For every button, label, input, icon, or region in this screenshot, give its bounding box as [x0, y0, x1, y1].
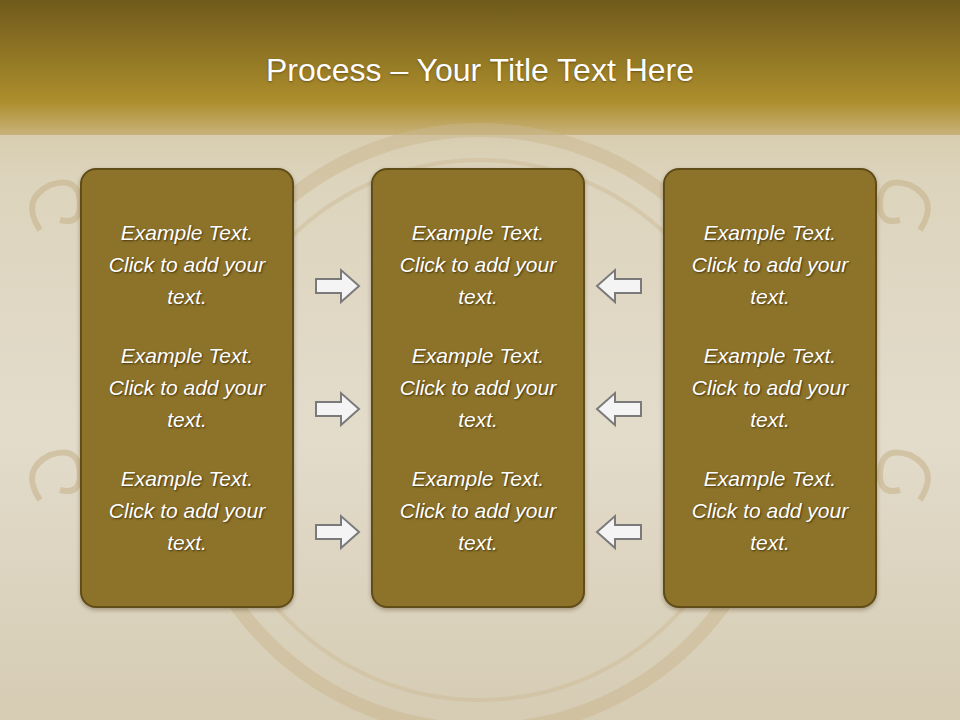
- box-text: Example Text. Click to add your text.: [105, 217, 270, 313]
- box-text: Example Text. Click to add your text.: [396, 217, 561, 313]
- process-box: Example Text. Click to add your text. Exa…: [80, 168, 294, 608]
- slide-title: Process – Your Title Text Here: [0, 52, 960, 89]
- ornament-swirl: [32, 453, 80, 501]
- block-arrow: [316, 393, 359, 425]
- block-arrow: [316, 270, 359, 302]
- block-arrow: [597, 270, 641, 302]
- ornament-swirl: [880, 183, 928, 231]
- block-arrow: [597, 516, 641, 548]
- box-text: Example Text. Click to add your text.: [688, 217, 853, 313]
- box-text: Example Text. Click to add your text.: [396, 463, 561, 559]
- ornament-swirl: [880, 453, 928, 501]
- header-band: [0, 0, 960, 135]
- box-text: Example Text. Click to add your text.: [688, 340, 853, 436]
- block-arrow: [597, 393, 641, 425]
- block-arrow: [316, 516, 359, 548]
- box-text: Example Text. Click to add your text.: [105, 463, 270, 559]
- process-box: Example Text. Click to add your text. Exa…: [371, 168, 585, 608]
- box-text: Example Text. Click to add your text.: [105, 340, 270, 436]
- process-box: Example Text. Click to add your text. Exa…: [663, 168, 877, 608]
- box-text: Example Text. Click to add your text.: [396, 340, 561, 436]
- ornament-swirl: [32, 183, 80, 231]
- box-text: Example Text. Click to add your text.: [688, 463, 853, 559]
